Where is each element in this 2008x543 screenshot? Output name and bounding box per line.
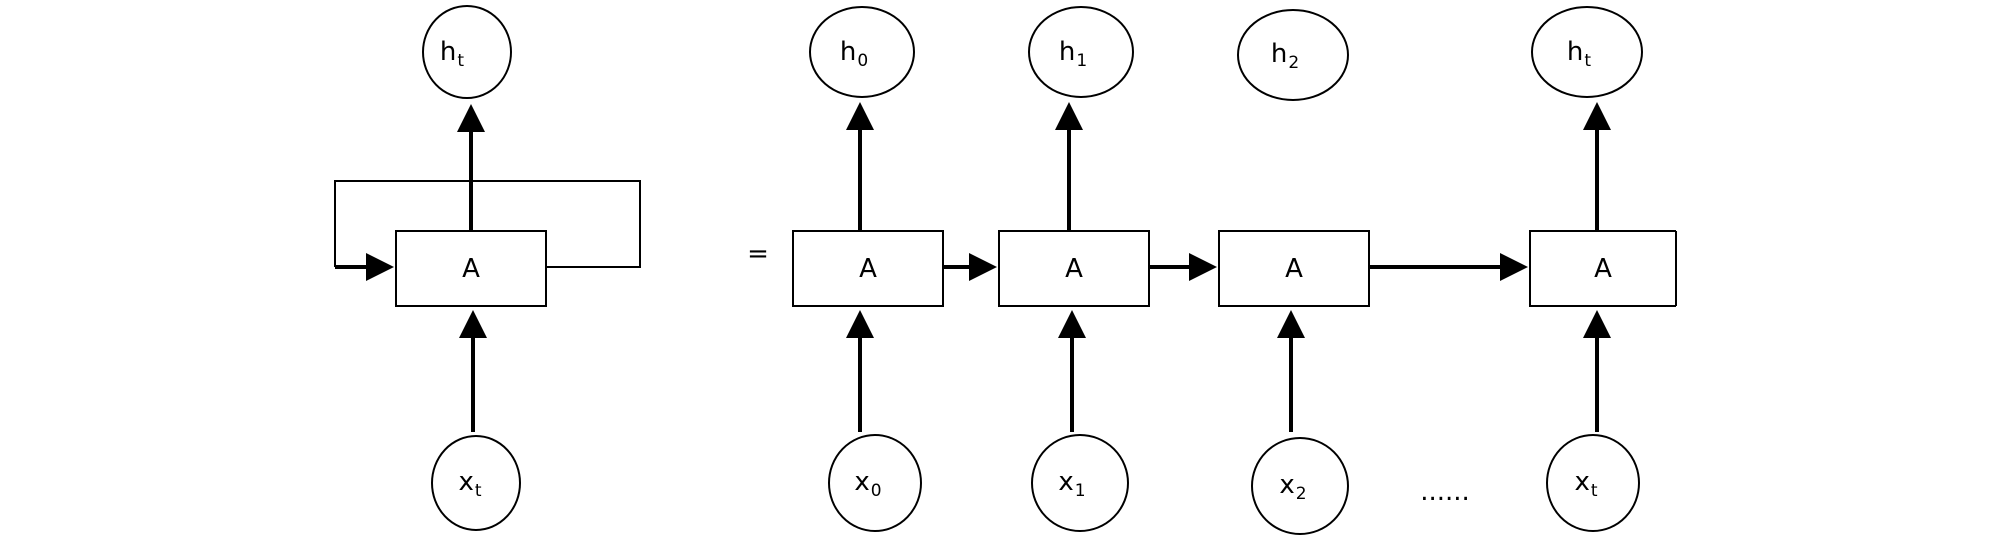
cell-label-0: A [859,254,877,284]
recurrence-loop-line [334,180,641,268]
input-label-2: x2 [1279,470,1306,504]
output-label-0: h0 [840,37,868,71]
folded-output-label: ht [440,37,464,71]
input-node-3 [1546,434,1640,532]
folded-cell-label: A [462,254,480,284]
output-node-1 [1028,6,1134,98]
ellipsis: ...... [1420,477,1470,507]
folded-output-node [422,5,512,99]
input-label-3: xt [1574,467,1597,501]
cell-box-3 [1529,230,1677,307]
input-node-2 [1251,437,1349,535]
folded-input-node [431,435,521,531]
cell-label-1: A [1065,254,1083,284]
equals-sign: = [747,239,769,269]
input-node-0 [828,434,922,532]
output-node-2 [1237,9,1349,101]
output-label-1: h1 [1059,37,1087,71]
folded-input-label: xt [458,467,481,501]
output-node-0 [809,6,915,98]
output-node-3 [1531,6,1643,98]
folded-rnn: A ht xt [334,5,641,531]
input-node-1 [1031,434,1129,532]
unrolled-rnn: A A A A h0 h1 h2 ht x0 x1 x2 xt [792,6,1677,535]
cell-label-2: A [1285,254,1303,284]
input-label-1: x1 [1058,467,1085,501]
cell-label-3: A [1594,254,1612,284]
input-label-0: x0 [854,467,881,501]
output-label-2: h2 [1271,39,1299,73]
output-label-3: ht [1567,37,1591,71]
